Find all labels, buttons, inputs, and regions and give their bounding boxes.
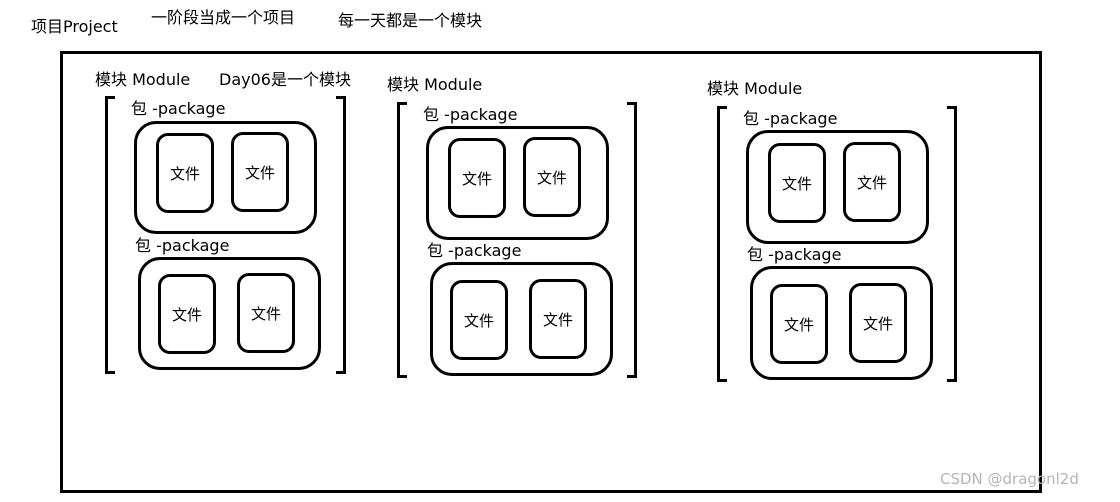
file-box: 文件 — [237, 273, 295, 353]
package-label: 包 -package — [743, 109, 838, 128]
stage-note: 一阶段当成一个项目 — [151, 8, 296, 27]
package-box: 文件 文件 — [430, 262, 613, 376]
module-note: Day06是一个模块 — [219, 70, 351, 89]
package-box: 文件 文件 — [138, 257, 321, 370]
package-label: 包 -package — [747, 245, 842, 264]
package-box: 文件 文件 — [134, 121, 317, 234]
file-box: 文件 — [448, 138, 506, 218]
package-label: 包 -package — [423, 105, 518, 124]
day-note: 每一天都是一个模块 — [338, 11, 483, 30]
module-label: 模块 Module — [95, 70, 191, 89]
package-label: 包 -package — [135, 236, 230, 255]
module-label: 模块 Module — [387, 75, 483, 94]
file-box: 文件 — [231, 132, 289, 212]
file-box: 文件 — [770, 284, 828, 364]
file-box: 文件 — [843, 142, 901, 222]
file-box: 文件 — [523, 137, 581, 217]
file-box: 文件 — [529, 279, 587, 359]
file-box: 文件 — [450, 280, 508, 360]
project-label: 项目Project — [31, 17, 118, 36]
package-label: 包 -package — [427, 241, 522, 260]
package-box: 文件 文件 — [426, 126, 609, 240]
watermark: CSDN @dragonl2d — [940, 470, 1079, 488]
file-box: 文件 — [849, 283, 907, 363]
package-box: 文件 文件 — [750, 266, 933, 380]
file-box: 文件 — [768, 143, 826, 223]
file-box: 文件 — [158, 274, 216, 354]
module-label: 模块 Module — [707, 79, 803, 98]
package-box: 文件 文件 — [746, 130, 929, 244]
file-box: 文件 — [156, 133, 214, 213]
package-label: 包 -package — [131, 99, 226, 118]
project-box — [60, 51, 1042, 493]
